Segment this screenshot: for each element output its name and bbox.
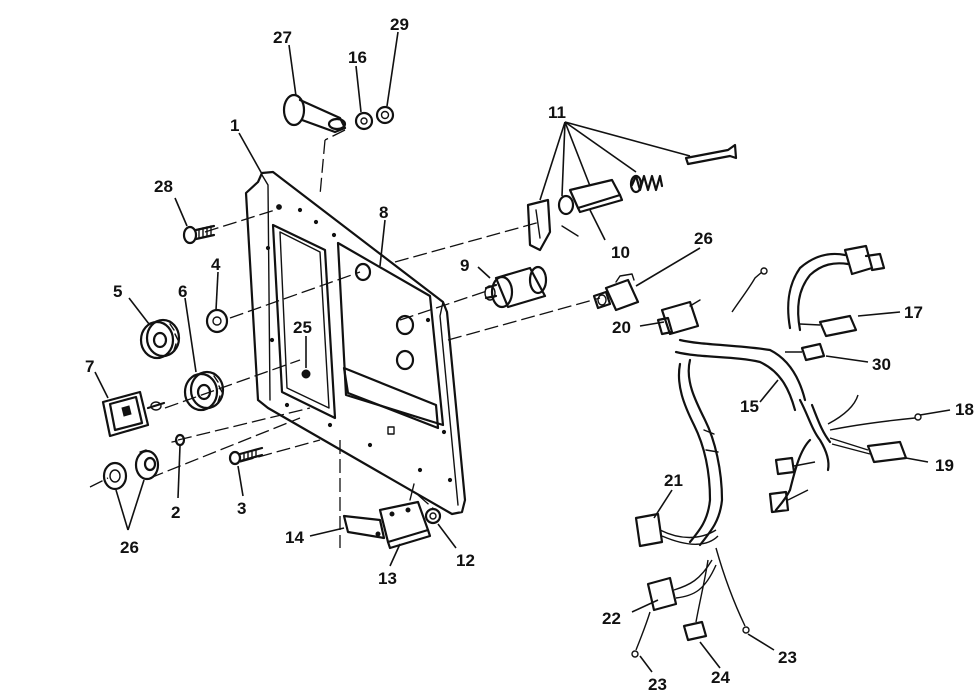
callout-10: 10 [611,243,630,262]
wiring-harness-15 [631,244,922,658]
switch-assembly-10-11 [526,143,738,252]
callout-26-right: 26 [694,229,713,248]
callout-12: 12 [456,551,475,570]
screw-28 [182,224,216,245]
callout-16: 16 [348,48,367,67]
indicator-lamp-7 [101,390,166,438]
callout-18: 18 [955,400,974,419]
callout-26-left: 26 [120,538,139,557]
nut-bezel-26 [102,449,160,491]
callout-6: 6 [178,282,187,301]
callout-21: 21 [664,471,683,490]
callout-22: 22 [602,609,621,628]
callout-4: 4 [211,255,221,274]
callout-5: 5 [113,282,122,301]
nut-6 [183,370,225,412]
callout-24: 24 [711,668,730,687]
callout-2: 2 [171,503,180,522]
washer-4 [205,308,229,334]
leader-lines [94,31,951,673]
callout-27: 27 [273,28,292,47]
callout-15: 15 [740,397,759,416]
callout-14: 14 [285,528,304,547]
strap-14 [342,514,386,540]
explosion-guide-lines [89,139,601,548]
callout-9: 9 [460,256,469,275]
callout-17: 17 [904,303,923,322]
callout-30: 30 [872,355,891,374]
callout-23-left: 23 [648,675,667,693]
callout-28: 28 [154,177,173,196]
screw-3 [228,446,264,466]
callout-29: 29 [390,15,409,34]
toggle-switch-26 [592,273,640,312]
callout-11: 11 [548,103,566,122]
callout-7: 7 [85,357,94,376]
nut-5 [139,318,181,360]
callout-labels: 1 2 3 4 5 6 7 8 9 10 11 12 13 14 15 16 1… [85,15,974,693]
instrument-panel [244,170,467,516]
terminal-block-13 [378,483,432,550]
callout-20: 20 [612,318,631,337]
callout-3: 3 [237,499,246,518]
solenoid-9 [484,265,548,309]
nut-12 [424,507,442,525]
callout-19: 19 [935,456,954,475]
callout-8: 8 [379,203,388,222]
callout-13: 13 [378,569,397,588]
key-ring-assembly [282,93,395,141]
callout-1: 1 [230,116,239,135]
screw-2 [171,433,186,447]
callout-23-right: 23 [778,648,797,667]
callout-25: 25 [293,318,312,337]
